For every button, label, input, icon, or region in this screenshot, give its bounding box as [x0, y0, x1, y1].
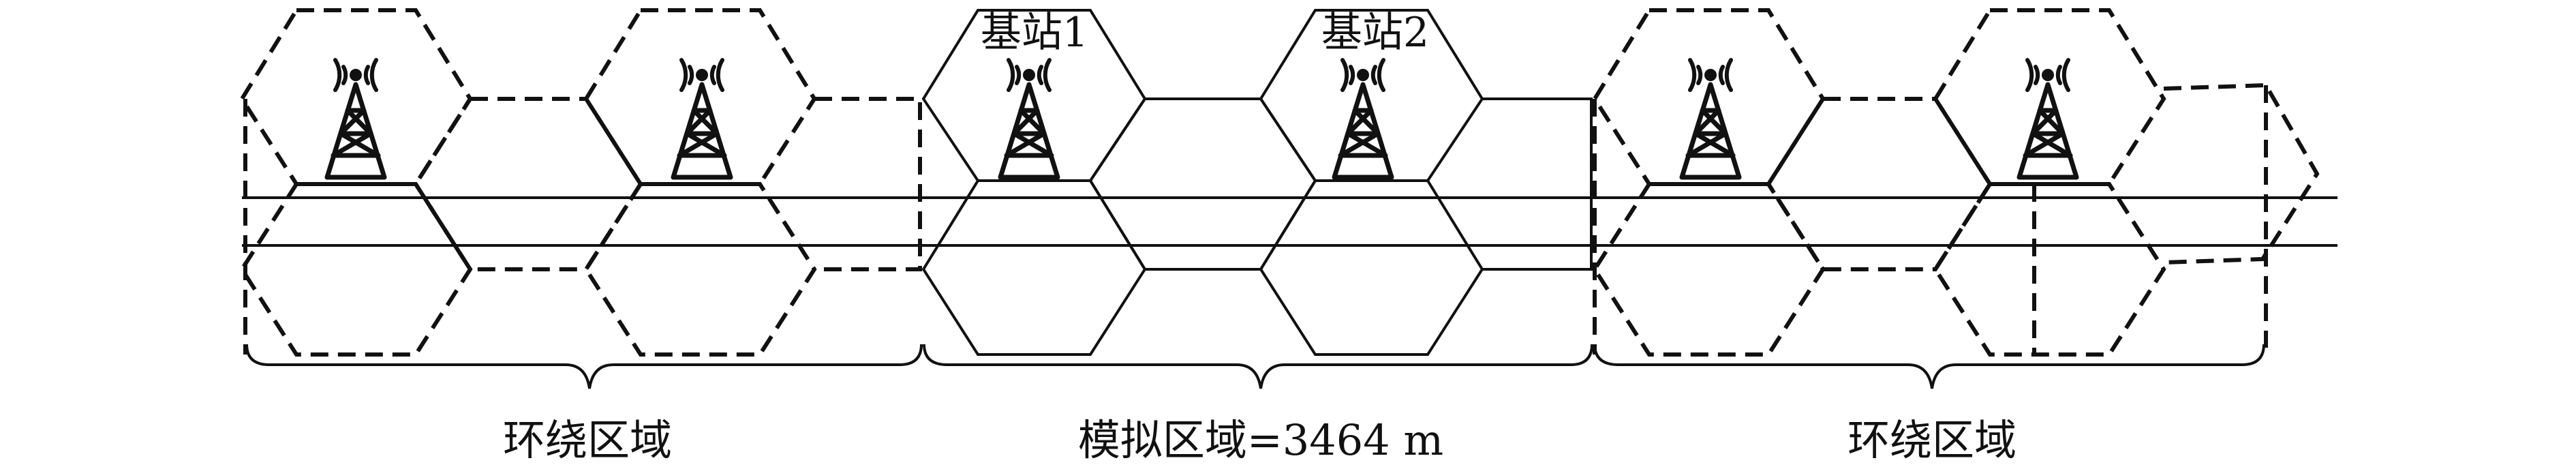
left-region-brace [245, 344, 923, 389]
hex-cell [1592, 8, 1826, 186]
hex-cell [1259, 179, 1484, 356]
cell-tower-icon [327, 60, 384, 177]
cell-tower-icon [1000, 60, 1058, 177]
hex-cell [921, 179, 1147, 356]
hex-cell [413, 97, 643, 271]
hex-cell [239, 182, 473, 357]
station-1-label: 基站1 [981, 9, 1088, 57]
left-surrounding-cells [239, 8, 922, 357]
hex-cell [1766, 97, 1993, 271]
left-region-label: 环绕区域 [503, 415, 672, 465]
hex-cell [583, 182, 817, 357]
hex-cell [583, 8, 817, 186]
hex-cell [1933, 8, 2166, 186]
hex-cell [1088, 97, 1317, 271]
hex-cell [239, 8, 473, 186]
cell-tower-icon [2019, 60, 2076, 177]
center-region-label: 模拟区域=3464 m [1078, 415, 1443, 465]
hex-edge [1482, 97, 1593, 271]
hex-cell [1592, 182, 1826, 357]
right-region-brace [1593, 344, 2265, 389]
right-surrounding-cells [1592, 8, 2320, 357]
simulated-region-cells [921, 9, 1593, 356]
center-region-brace [923, 344, 1593, 389]
hex-edge [2163, 82, 2320, 265]
cell-tower-icon [1682, 60, 1739, 177]
station-2-label: 基站2 [1321, 9, 1429, 57]
cell-tower-icon [1334, 60, 1392, 177]
hex-edge [814, 97, 922, 271]
cell-tower-icon [673, 60, 731, 177]
right-region-label: 环绕区域 [1847, 415, 2017, 465]
hex-cell [1933, 182, 2166, 357]
